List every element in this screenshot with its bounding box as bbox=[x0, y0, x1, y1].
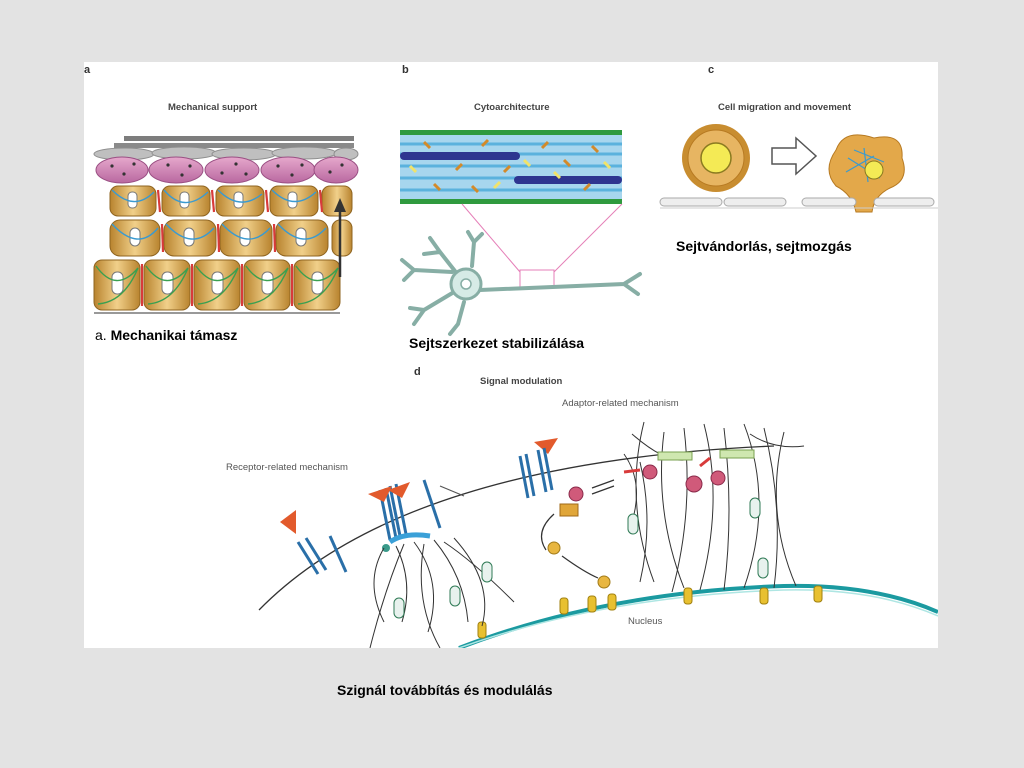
panel-letter-c: c bbox=[708, 64, 715, 76]
panel-letter-b: b bbox=[402, 64, 409, 76]
nucleus-label: Nucleus bbox=[628, 616, 663, 627]
caption-b: Sejtszerkezet stabilizálása bbox=[409, 335, 585, 351]
panel-letter-a: a bbox=[84, 64, 91, 76]
caption-a-text: Mechanikai támasz bbox=[110, 327, 238, 343]
caption-d: Szignál továbbítás és modulálás bbox=[337, 682, 553, 698]
cell-migration-illustration bbox=[659, 124, 938, 213]
panel-title-b: Cytoarchitecture bbox=[474, 102, 550, 113]
caption-c: Sejtvándorlás, sejtmozgás bbox=[676, 238, 852, 254]
caption-a-prefix: a. bbox=[95, 327, 107, 343]
receptor-mechanism-label: Receptor-related mechanism bbox=[226, 462, 348, 473]
panel-title-a: Mechanical support bbox=[168, 102, 258, 113]
figure-panel: a b c d Mechanical support Cytoarchitect… bbox=[84, 62, 938, 648]
panel-title-d: Signal modulation bbox=[480, 376, 563, 387]
panel-letter-d: d bbox=[414, 366, 421, 378]
cytoarchitecture-illustration bbox=[400, 130, 642, 336]
figure-illustration bbox=[93, 124, 938, 648]
mechanical-support-illustration bbox=[93, 136, 359, 314]
caption-a: a. Mechanikai támasz bbox=[95, 327, 237, 343]
signal-modulation-illustration bbox=[258, 421, 938, 648]
panel-title-c: Cell migration and movement bbox=[718, 102, 852, 113]
adaptor-mechanism-label: Adaptor-related mechanism bbox=[562, 398, 679, 409]
